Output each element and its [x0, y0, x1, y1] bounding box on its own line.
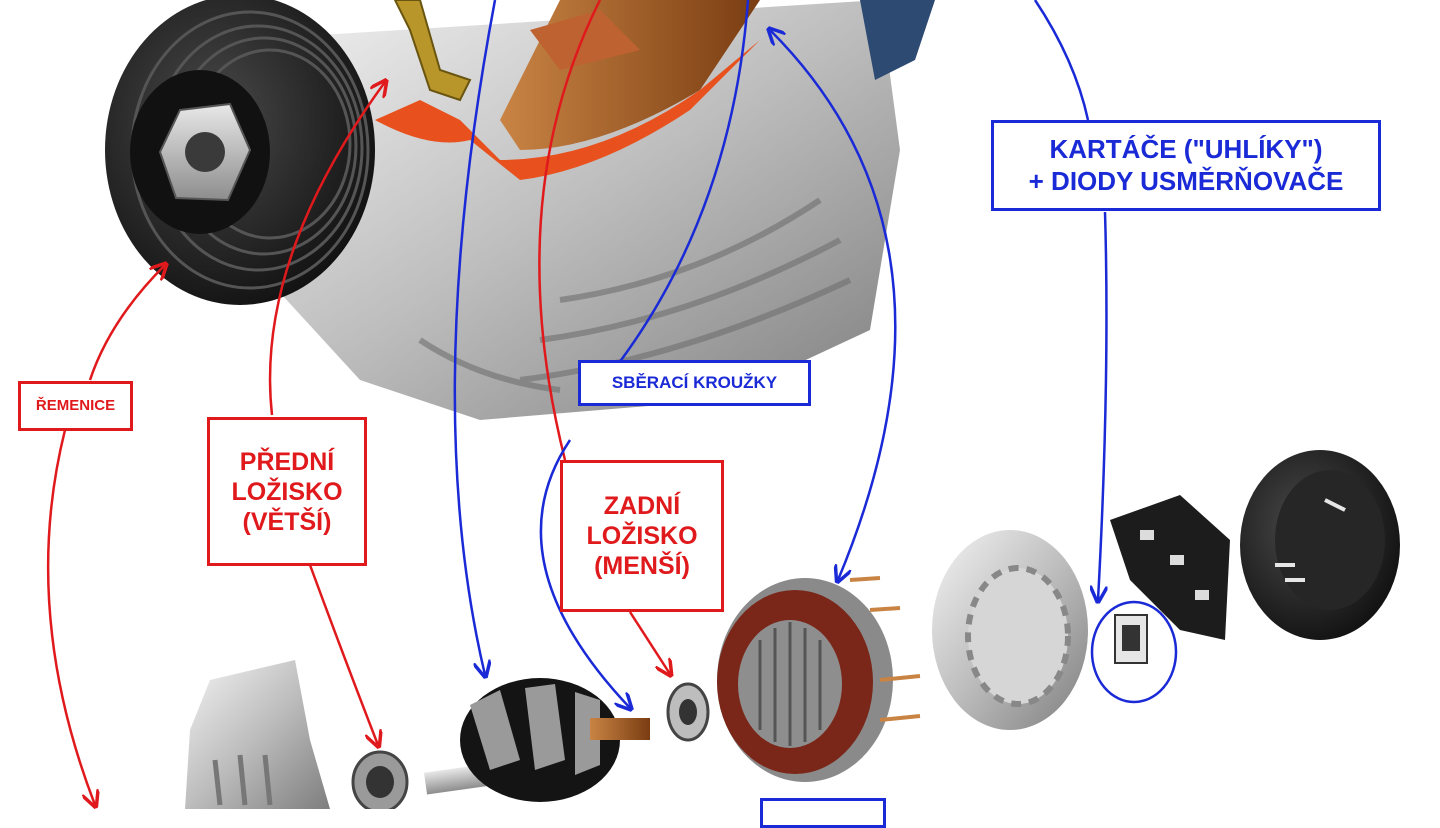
label-brushes-line1: KARTÁČE ("UHLÍKY") [1049, 134, 1323, 165]
rotor [424, 678, 650, 802]
rear-cover [1240, 450, 1400, 640]
label-slip-rings: SBĚRACÍ KROUŽKY [578, 360, 811, 406]
label-rear-bearing-line1: ZADNÍ [603, 492, 681, 520]
brush-highlight-circle [1090, 600, 1178, 704]
label-front-bearing: PŘEDNÍ LOŽISKO (VĚTŠÍ) [207, 417, 367, 566]
label-front-bearing-line1: PŘEDNÍ [239, 447, 335, 476]
label-rear-bearing-line2: LOŽISKO [586, 522, 698, 550]
blue-arrows [453, 0, 1178, 708]
red-arrows [46, 0, 670, 805]
label-front-bearing-line3: (VĚTŠÍ) [242, 507, 332, 536]
alternator-diagram [46, 0, 1400, 809]
stator [717, 576, 921, 782]
label-brushes-diodes: KARTÁČE ("UHLÍKY") + DIODY USMĚRŇOVAČE [991, 120, 1381, 211]
front-housing [185, 660, 330, 809]
label-front-bearing-line2: LOŽISKO [231, 477, 343, 506]
label-pulley-text: ŘEMENICE [35, 397, 116, 414]
front-bearing [351, 750, 409, 809]
label-pulley: ŘEMENICE [18, 381, 133, 431]
label-slip-rings-text: SBĚRACÍ KROUŽKY [611, 372, 778, 392]
brush-holder [1114, 614, 1148, 664]
rectifier [1110, 495, 1230, 640]
label-rear-bearing: ZADNÍ LOŽISKO (MENŠÍ) [560, 460, 724, 612]
label-partial-bottom [760, 798, 886, 828]
label-brushes-line2: + DIODY USMĚRŇOVAČE [1028, 165, 1344, 196]
rear-housing [932, 530, 1088, 730]
rear-bearing [666, 682, 710, 742]
label-rear-bearing-line3: (MENŠÍ) [594, 552, 690, 580]
assembled-alternator [105, 0, 935, 420]
